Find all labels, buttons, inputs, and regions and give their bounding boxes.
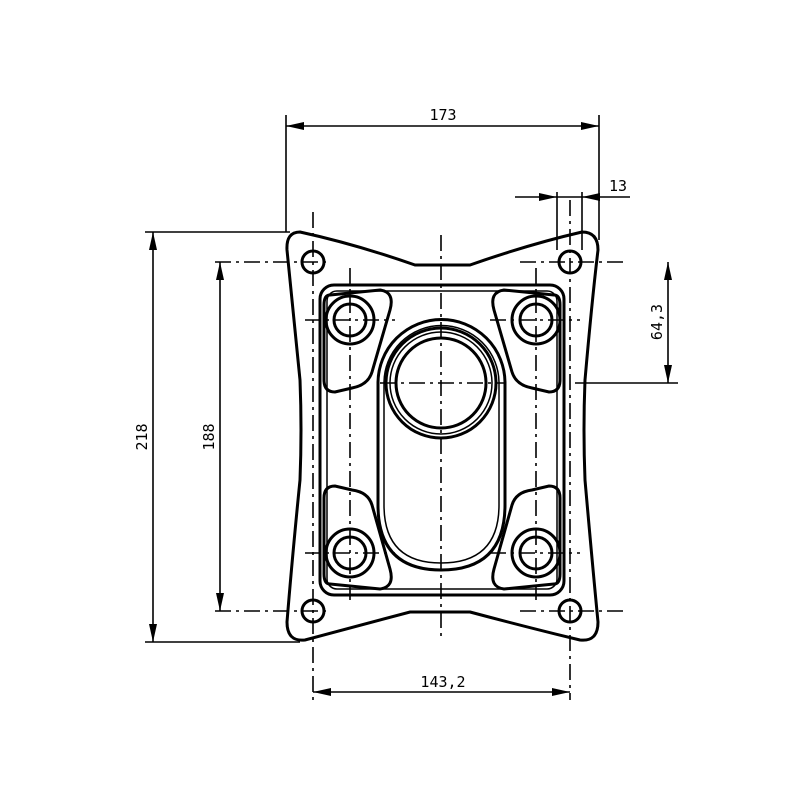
inner-frame (318, 283, 566, 597)
dimension-label: 218 (133, 423, 151, 450)
dimension-hole-spacing-horizontal: 143,2 (313, 673, 570, 696)
dimension-label: 64,3 (648, 304, 666, 340)
dimension-label: 13 (609, 177, 627, 195)
center-lines (215, 200, 625, 700)
base-plate-outline (285, 230, 600, 642)
dimension-hole-to-center: 64,3 (575, 262, 678, 384)
dimension-label: 143,2 (420, 673, 465, 691)
dimension-hole-spacing-vertical: 188 (200, 262, 224, 611)
dimension-overall-height: 218 (133, 231, 300, 643)
dimension-label: 188 (200, 423, 218, 450)
dimension-hole-offset: 13 (515, 177, 630, 250)
dimension-label: 173 (429, 106, 456, 124)
bolt-pockets (322, 288, 562, 591)
dimension-overall-width: 173 (285, 106, 600, 240)
